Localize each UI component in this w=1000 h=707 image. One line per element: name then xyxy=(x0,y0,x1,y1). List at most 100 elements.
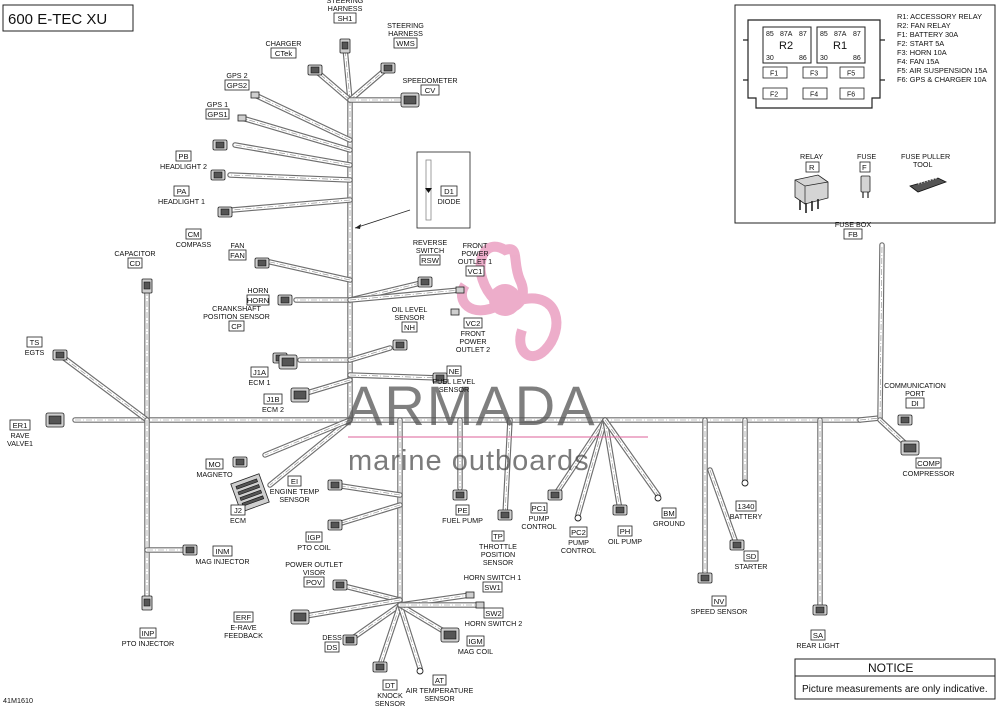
wire-segment-centerline xyxy=(604,419,621,511)
ring-terminal-icon xyxy=(741,479,749,487)
fuse-legend-line: F3: HORN 10A xyxy=(897,48,947,57)
connector-face-icon xyxy=(500,511,510,519)
wire-segment-centerline xyxy=(231,199,351,211)
connector-name: FUSE BOX xyxy=(835,220,872,229)
diode-leader xyxy=(354,209,411,229)
connector-code: SA xyxy=(813,631,824,640)
connector-code: IGM xyxy=(468,637,482,646)
connector-code-box xyxy=(263,393,283,405)
connector-face-icon xyxy=(143,281,151,290)
notice-box: NOTICE Picture measurements are only ind… xyxy=(794,658,996,700)
connector-face-icon xyxy=(213,171,223,179)
connector-face-icon xyxy=(55,351,65,359)
connector-code: IGP xyxy=(307,533,320,542)
ring-terminal-icon xyxy=(416,667,424,675)
connector-code-box xyxy=(465,265,485,277)
connector-code: PE xyxy=(457,506,467,515)
connector-name: ECM xyxy=(230,516,246,525)
svg-text:86: 86 xyxy=(799,55,807,62)
connector-name: EGTS xyxy=(25,348,45,357)
connector-face-icon xyxy=(341,41,349,50)
connector-code: CV xyxy=(425,86,436,95)
connector-name: REAR LIGHT xyxy=(796,641,840,650)
relay-r2-slot xyxy=(762,26,812,64)
connector-face-icon xyxy=(293,390,307,400)
fuse-legend-line: R2: FAN RELAY xyxy=(897,21,951,30)
small-connector-icon xyxy=(455,286,465,294)
connector-code: J1B xyxy=(266,395,279,404)
connector-name: ECM 1 xyxy=(249,378,271,387)
wire-segment-centerline xyxy=(604,419,659,496)
connector-code-box xyxy=(175,150,192,162)
wire-segment-centerline xyxy=(504,419,511,516)
connector-face-icon xyxy=(220,208,230,216)
small-connector-icon xyxy=(475,601,485,609)
wire-segment-centerline xyxy=(349,69,386,101)
connector-name: CHARGER xyxy=(266,39,302,48)
connector-code-box xyxy=(401,321,418,333)
connector-code-box xyxy=(915,457,942,469)
connector-name: CAPACITOR xyxy=(114,249,155,258)
diode-code-box xyxy=(440,185,458,197)
connector-face-icon xyxy=(281,357,295,367)
connector-face-icon xyxy=(330,521,340,529)
connector-code: J2 xyxy=(234,506,242,515)
wire-segment-centerline xyxy=(59,354,148,421)
connector-code: RSW xyxy=(421,256,440,265)
relay-icon xyxy=(794,174,829,213)
wire-segment-centerline xyxy=(254,94,351,141)
connector-code: PB xyxy=(178,152,188,161)
connector-face-icon xyxy=(375,663,385,671)
fuse-slot xyxy=(762,66,788,79)
wire-segment-centerline xyxy=(554,419,606,496)
connector-code-box xyxy=(246,294,270,306)
small-connector-icon xyxy=(465,591,475,599)
connector-code-box xyxy=(420,84,440,96)
connector-name: GPS 1 xyxy=(207,100,228,109)
wire-segment-centerline xyxy=(299,379,351,396)
connector-name: OIL PUMP xyxy=(608,537,642,546)
connector-name: PTO INJECTOR xyxy=(122,639,174,648)
diode-icon xyxy=(425,188,432,193)
svg-text:85: 85 xyxy=(766,31,774,38)
connector-code-box xyxy=(230,504,246,516)
connector-code: FB xyxy=(848,230,858,239)
connector-code-box xyxy=(270,47,297,59)
svg-text:85: 85 xyxy=(820,31,828,38)
connector-code-box xyxy=(287,475,302,487)
connector-code: CD xyxy=(130,259,141,268)
wire-segment-centerline xyxy=(349,289,461,301)
connector-code: INM xyxy=(216,547,230,556)
watermark-logo-icon xyxy=(456,241,562,361)
connector-name: HORN xyxy=(247,286,268,295)
wire-segment-centerline xyxy=(349,604,401,641)
connector-code: DS xyxy=(327,643,338,652)
svg-text:87: 87 xyxy=(799,31,807,38)
connector-code-box xyxy=(491,530,505,542)
connector-face-icon xyxy=(443,630,457,640)
connector-code-box xyxy=(455,504,470,516)
